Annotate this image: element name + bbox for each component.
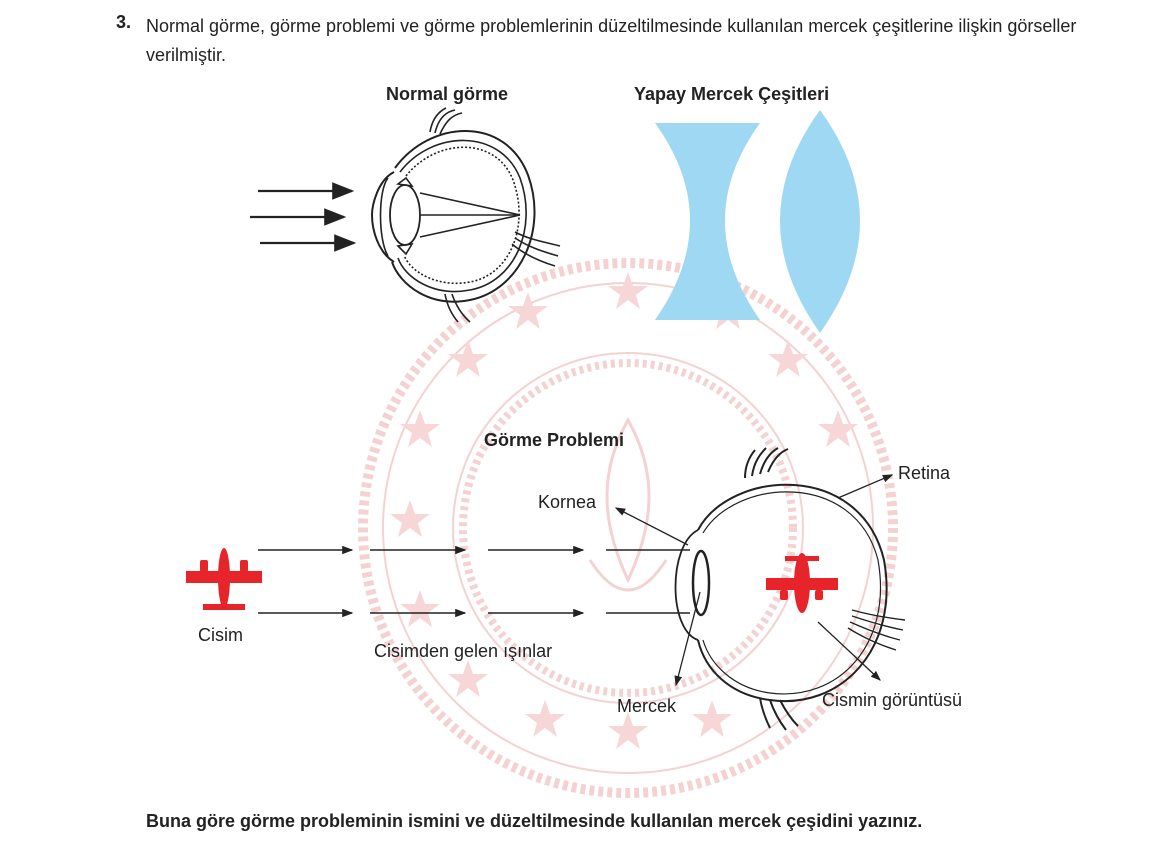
question-prompt: Buna göre görme probleminin ismini ve dü… <box>146 811 923 831</box>
image-airplane-icon <box>766 553 838 613</box>
concave-lens-icon <box>655 123 760 320</box>
watermark-seal <box>358 258 898 798</box>
normal-eye-diagram <box>370 107 561 323</box>
vision-problem-title: Görme Problemi <box>484 430 625 450</box>
retina-label: Retina <box>898 463 951 483</box>
kornea-label: Kornea <box>538 492 597 512</box>
problem-eye-diagram <box>674 447 906 731</box>
image-label: Cismin görüntüsü <box>822 690 963 710</box>
mercek-label: Mercek <box>617 696 677 716</box>
rays-label: Cisimden gelen ışınlar <box>374 641 553 661</box>
incoming-rays <box>258 545 690 618</box>
convex-lens-icon <box>780 110 860 333</box>
leader-arrows <box>614 474 894 687</box>
normal-eye-incoming-rays <box>250 182 357 252</box>
question-number: 3. <box>116 12 132 32</box>
watermark-stars <box>390 272 858 749</box>
cisim-airplane-icon <box>186 548 262 610</box>
cisim-label: Cisim <box>198 625 243 645</box>
question-text: Normal görme, görme problemi ve görme pr… <box>146 16 1077 65</box>
normal-vision-title: Normal görme <box>386 84 509 104</box>
lens-types-title: Yapay Mercek Çeşitleri <box>634 84 830 104</box>
